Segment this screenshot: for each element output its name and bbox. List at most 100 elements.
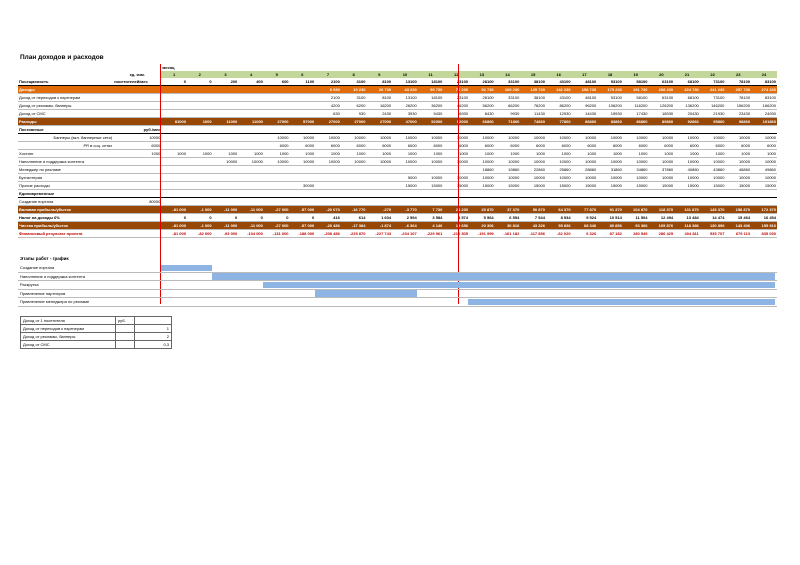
row-value: 224 730: [674, 85, 700, 94]
row-label: Баннеры (вкл. баннерные сети): [18, 133, 114, 142]
row-value: [417, 165, 444, 174]
row-value: [417, 125, 444, 134]
row-value: [520, 189, 546, 198]
row-value: 11430: [520, 109, 546, 118]
row-value: 1000: [751, 149, 777, 158]
row-value: 1000: [545, 149, 572, 158]
row-value: [315, 181, 341, 190]
attendance-value: 73100: [699, 78, 726, 86]
row-value: -225 870: [340, 229, 367, 238]
row-value: 20430: [674, 109, 700, 118]
row-value: 27000: [263, 117, 290, 126]
row-value: 6000: [674, 141, 700, 150]
row-value: 10000: [674, 157, 700, 166]
row-value: -234 107: [392, 229, 418, 238]
row-value: [186, 173, 213, 182]
row-value: 31860: [597, 165, 623, 174]
row-value: [469, 125, 495, 134]
row-value: 30 816: [494, 221, 521, 230]
row-value: [443, 165, 470, 174]
row-value: [289, 109, 316, 118]
row-value: 1000: [263, 149, 290, 158]
row-value: 56200: [469, 101, 495, 110]
row-value: 6000: [443, 141, 470, 150]
row-value: 22860: [520, 165, 546, 174]
row-label: Доход от переходов к партнерам: [18, 93, 114, 102]
row-value: 126200: [648, 101, 675, 110]
row-value: [238, 173, 264, 182]
row-value: [186, 181, 213, 190]
attendance-value: 38100: [520, 78, 546, 86]
row-value: 13100: [392, 93, 418, 102]
row-value: [597, 189, 623, 198]
row-value: 6000: [366, 141, 393, 150]
row-value: 53100: [597, 93, 623, 102]
header-row-month: месяц: [18, 64, 777, 71]
row-value: 63100: [648, 93, 675, 102]
row-value: [366, 173, 393, 182]
row-value: [545, 125, 572, 134]
row-value: 1000: [443, 149, 470, 158]
row-value: [212, 165, 239, 174]
row-unit: [113, 109, 162, 118]
row-value: 8100: [366, 93, 393, 102]
month-number: 23: [725, 71, 752, 78]
table-row: Чистая прибыль/убыток-81 000-1 000-11 00…: [18, 221, 777, 230]
row-value: 10000: [366, 157, 393, 166]
row-value: 52000: [443, 117, 470, 126]
row-value: 15000: [725, 181, 752, 190]
row-value: 1000: [520, 149, 546, 158]
row-value: [392, 125, 418, 134]
row-value: [161, 189, 187, 198]
row-value: 37860: [648, 165, 675, 174]
row-value: 26 730: [366, 85, 393, 94]
row-value: 19 656: [443, 221, 470, 230]
month-number: 5: [263, 71, 290, 78]
gantt-task-label: Раскрутка: [20, 282, 39, 287]
row-value: 1000: [238, 149, 264, 158]
row-value: 19860: [494, 165, 521, 174]
row-value: 80 856: [597, 221, 623, 230]
row-value: 23100: [443, 93, 470, 102]
row-value: [212, 133, 239, 142]
row-value: 416: [315, 213, 341, 222]
row-value: 15000: [674, 181, 700, 190]
row-value: 40860: [674, 165, 700, 174]
row-value: -20 486: [315, 221, 341, 230]
row-value: 116200: [622, 101, 649, 110]
gantt-task-label: Привлечение партнеров: [20, 290, 66, 296]
row-value: 10000: [751, 157, 777, 166]
row-value: 58100: [622, 93, 649, 102]
row-value: [597, 125, 623, 134]
row-value: 15000: [545, 181, 572, 190]
row-value: 142 230: [545, 85, 572, 94]
row-value: 6000: [469, 141, 495, 150]
attendance-value: 18100: [417, 78, 444, 86]
row-value: [186, 101, 213, 110]
blank-cell: [546, 64, 572, 71]
blank-cell: [366, 64, 392, 71]
row-value: 20 306: [469, 221, 495, 230]
row-value: [263, 93, 290, 102]
row-label: Доход от рекламы, баннеры: [18, 101, 114, 110]
row-value: [238, 165, 264, 174]
row-value: 27000: [366, 117, 393, 126]
row-unit: [113, 221, 162, 230]
gantt-task-label: Наполнение и поддержка контента: [20, 273, 86, 279]
blank-cell: [341, 64, 367, 71]
unit-revenue-value: 1: [134, 324, 172, 333]
gantt-bar: [161, 264, 213, 271]
row-value: [725, 197, 752, 206]
row-unit: 1000: [113, 149, 162, 158]
unit-revenue-label: Доход от переходов к партнерам: [20, 324, 116, 333]
row-value: [186, 197, 213, 206]
row-label: Прочие расходы: [18, 181, 114, 190]
row-value: 10000: [469, 157, 495, 166]
row-value: [238, 101, 264, 110]
month-number: 9: [366, 71, 393, 78]
row-value: [392, 197, 418, 206]
